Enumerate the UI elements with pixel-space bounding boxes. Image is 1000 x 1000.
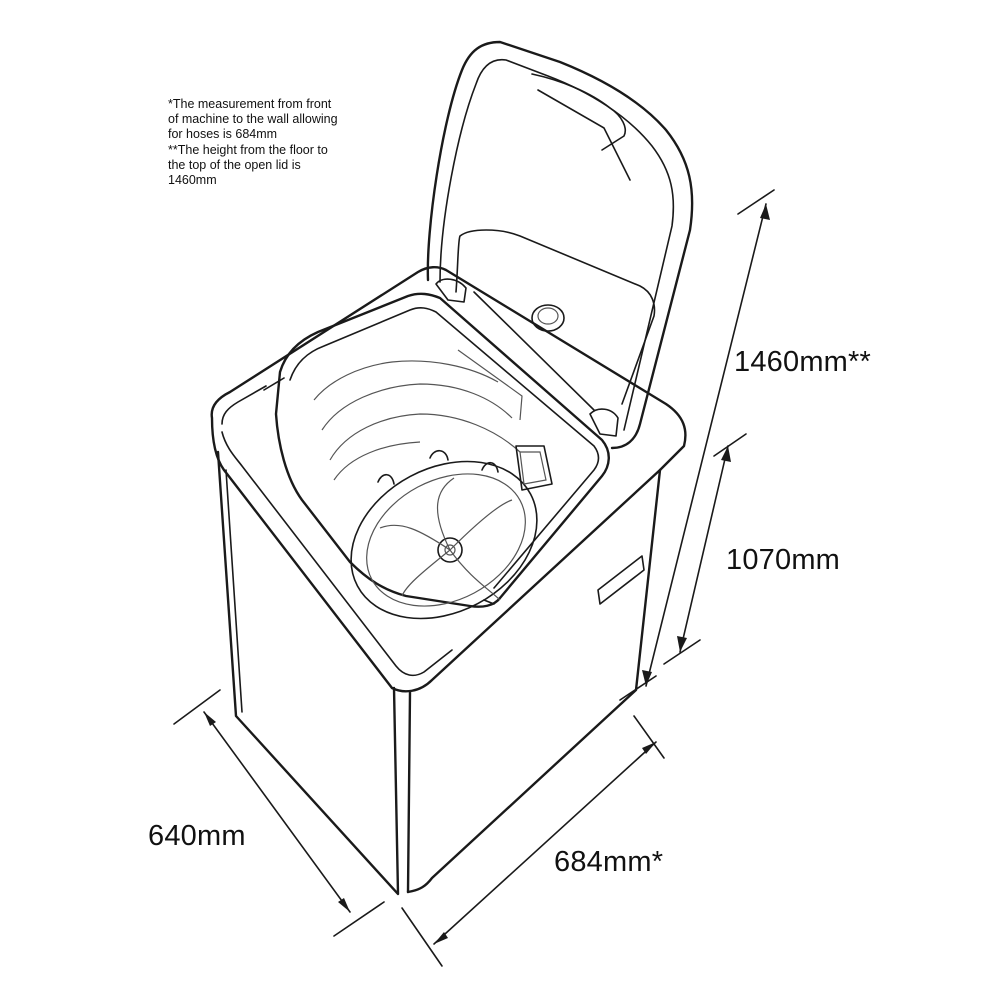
dimension-label-width: 640mm (148, 820, 246, 852)
dimension-label-depth: 684mm* (554, 846, 664, 878)
height-body-arrow-top (721, 446, 731, 462)
width-arrow-start (204, 712, 216, 726)
height-open-extension-bottom (619, 675, 657, 701)
machine-body (210, 266, 687, 896)
height-open-arrow-bottom (642, 670, 652, 686)
measurement-notes: *The measurement from front of machine t… (168, 97, 343, 188)
depth-extension-right (633, 715, 665, 759)
height-body-arrow-line (679, 445, 729, 653)
width-extension-left (173, 689, 221, 725)
depth-extension-left (401, 907, 443, 967)
width-arrow-end (338, 898, 350, 912)
height-body-extension-top (713, 433, 747, 457)
note-depth: *The measurement from front of machine t… (168, 97, 338, 142)
tub-opening (263, 292, 610, 620)
depth-arrow-start (434, 932, 448, 944)
width-arrow-line (203, 711, 351, 913)
height-open-arrow-line (645, 203, 767, 687)
height-open-arrow-top (760, 204, 770, 220)
depth-arrow-end (642, 742, 656, 754)
depth-arrow-line (433, 741, 657, 945)
height-body-extension-bottom (663, 639, 701, 665)
height-open-extension-top (737, 189, 775, 215)
dimension-lines (173, 189, 775, 967)
height-body-arrow-bottom (677, 636, 687, 652)
open-lid (426, 40, 694, 450)
note-height: **The height from the floor to the top o… (168, 142, 328, 188)
dimension-label-open-lid-height: 1460mm** (734, 346, 871, 378)
dimension-label-body-height: 1070mm (726, 544, 841, 576)
width-extension-right (333, 901, 385, 937)
